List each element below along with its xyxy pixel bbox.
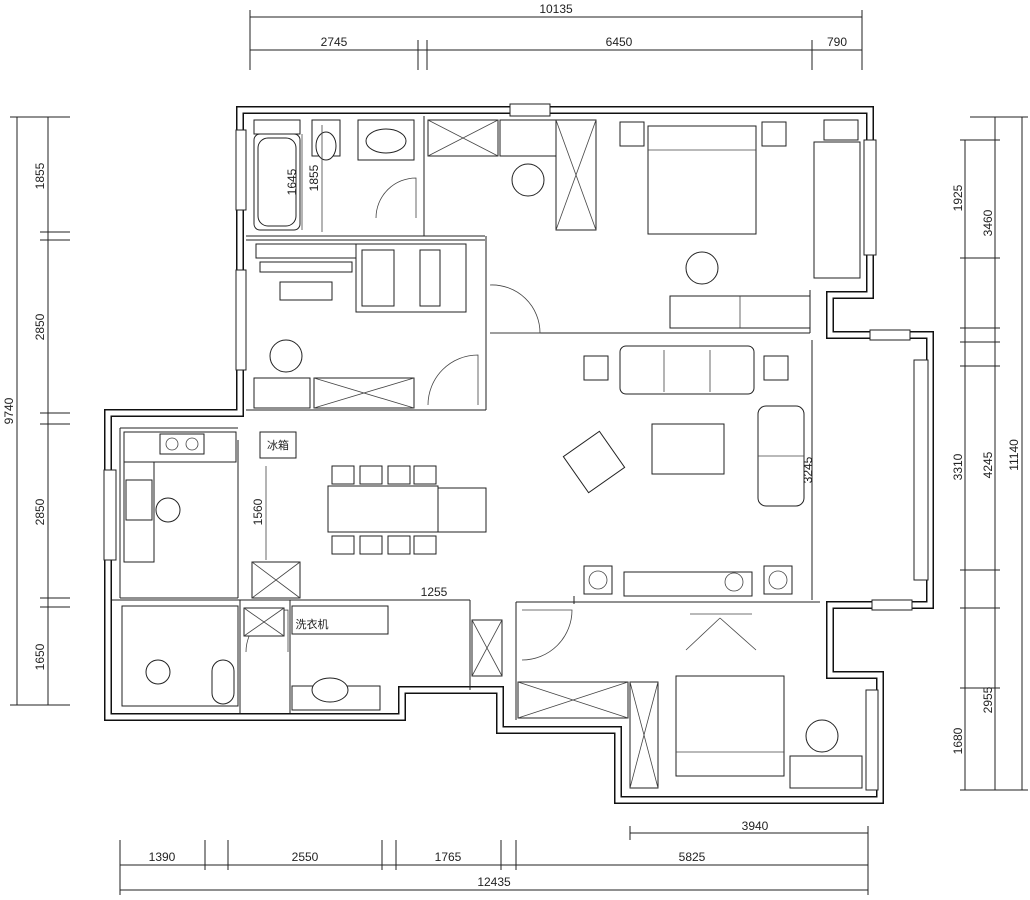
desk-shelf xyxy=(255,243,357,259)
dining-area: 冰箱 1560 1255 xyxy=(251,431,487,599)
kitchen xyxy=(123,431,237,563)
bed-bedroom3 xyxy=(675,675,785,777)
tv-cabinet xyxy=(623,571,753,597)
dim-bottom-seg-4: 5825 xyxy=(679,850,706,864)
bathroom-bottom: 洗衣机 xyxy=(121,605,503,711)
dim-kitchen-depth: 1560 xyxy=(251,498,265,525)
plant-left xyxy=(583,565,613,595)
person-bath xyxy=(145,659,171,685)
dim-living-depth: 3245 xyxy=(801,456,815,483)
living-room: 3245 xyxy=(562,345,815,597)
toilet-bottom xyxy=(211,659,235,705)
dim-right-inner-2: 3310 xyxy=(951,453,965,480)
dim-left-seg-1: 1855 xyxy=(33,162,47,189)
stove xyxy=(159,433,205,455)
dim-bottom-seg-1: 1390 xyxy=(149,850,176,864)
dim-right-mid-1: 3460 xyxy=(981,209,995,236)
armchair xyxy=(562,430,626,494)
desk-bedroom3 xyxy=(789,755,863,789)
nightstand-left xyxy=(619,121,645,147)
dim-corridor: 1255 xyxy=(421,585,448,599)
dim-top-total: 10135 xyxy=(249,2,863,70)
washer-counter xyxy=(291,605,389,635)
dim-left-seg-3: 2850 xyxy=(33,498,47,525)
master-bedroom xyxy=(427,119,861,329)
dim-right-inner-1: 1925 xyxy=(951,184,965,211)
chair-bedroom2 xyxy=(269,339,303,373)
dim-left-seg-4: 1650 xyxy=(33,643,47,670)
dining-table xyxy=(327,485,439,533)
side-table-left xyxy=(583,355,609,381)
dim-right-mid-2: 4245 xyxy=(981,451,995,478)
double-bed xyxy=(647,125,757,235)
kitchen-sink xyxy=(125,479,153,521)
dim-bottom-total: 12435 xyxy=(477,875,511,889)
side-table-right xyxy=(763,355,789,381)
dim-right: 11140 3460 4245 2955 1925 3310 1680 xyxy=(951,116,1028,791)
dim-left-total: 9740 xyxy=(2,397,16,424)
dim-right-inner-3: 1680 xyxy=(951,727,965,754)
wardrobe-right xyxy=(813,141,861,279)
dim-left-seg-2: 2850 xyxy=(33,313,47,340)
outer-walls xyxy=(104,106,934,804)
dim-left: 9740 1855 2850 2850 1650 xyxy=(2,116,70,706)
interior-walls xyxy=(112,116,820,720)
dim-right-mid-3: 2955 xyxy=(981,686,995,713)
fridge xyxy=(259,431,297,459)
dim-right-total: 11140 xyxy=(1007,439,1021,471)
coffee-table xyxy=(651,423,725,475)
dim-bottom-seg-2: 2550 xyxy=(292,850,319,864)
dim-bottom: 1390 2550 1765 5825 12435 3940 xyxy=(119,819,869,895)
nightstand-right xyxy=(761,121,787,147)
dim-top-total-label: 10135 xyxy=(539,2,573,16)
bathroom-top: 1645 1855 xyxy=(253,119,415,232)
dim-tub-width: 1645 xyxy=(285,168,299,195)
washer-label: 洗衣机 xyxy=(296,617,329,631)
plant-right xyxy=(763,565,793,595)
chair-bedroom3 xyxy=(805,719,839,753)
dining-chairs xyxy=(331,465,437,555)
dim-top-seg-3: 790 xyxy=(827,35,847,49)
bedroom-3 xyxy=(517,675,863,789)
dim-top-seg-2: 6450 xyxy=(606,35,633,49)
keyboard-mat xyxy=(279,281,333,301)
cabinet-1 xyxy=(253,377,311,409)
chair-master-2 xyxy=(685,251,719,285)
fridge-label: 冰箱 xyxy=(267,438,289,452)
windows xyxy=(103,103,929,791)
chair-master xyxy=(511,163,545,197)
bedroom-2 xyxy=(253,243,467,409)
dim-top-seg-1: 2745 xyxy=(321,35,348,49)
dim-tub-height: 1855 xyxy=(307,164,321,191)
person-kitchen xyxy=(155,497,181,523)
sofa-3seat xyxy=(619,345,755,395)
dim-bottom-seg-3: 1765 xyxy=(435,850,462,864)
dim-bottom-upper: 3940 xyxy=(742,819,769,833)
dim-top-segments: 2745 6450 790 xyxy=(250,35,862,70)
